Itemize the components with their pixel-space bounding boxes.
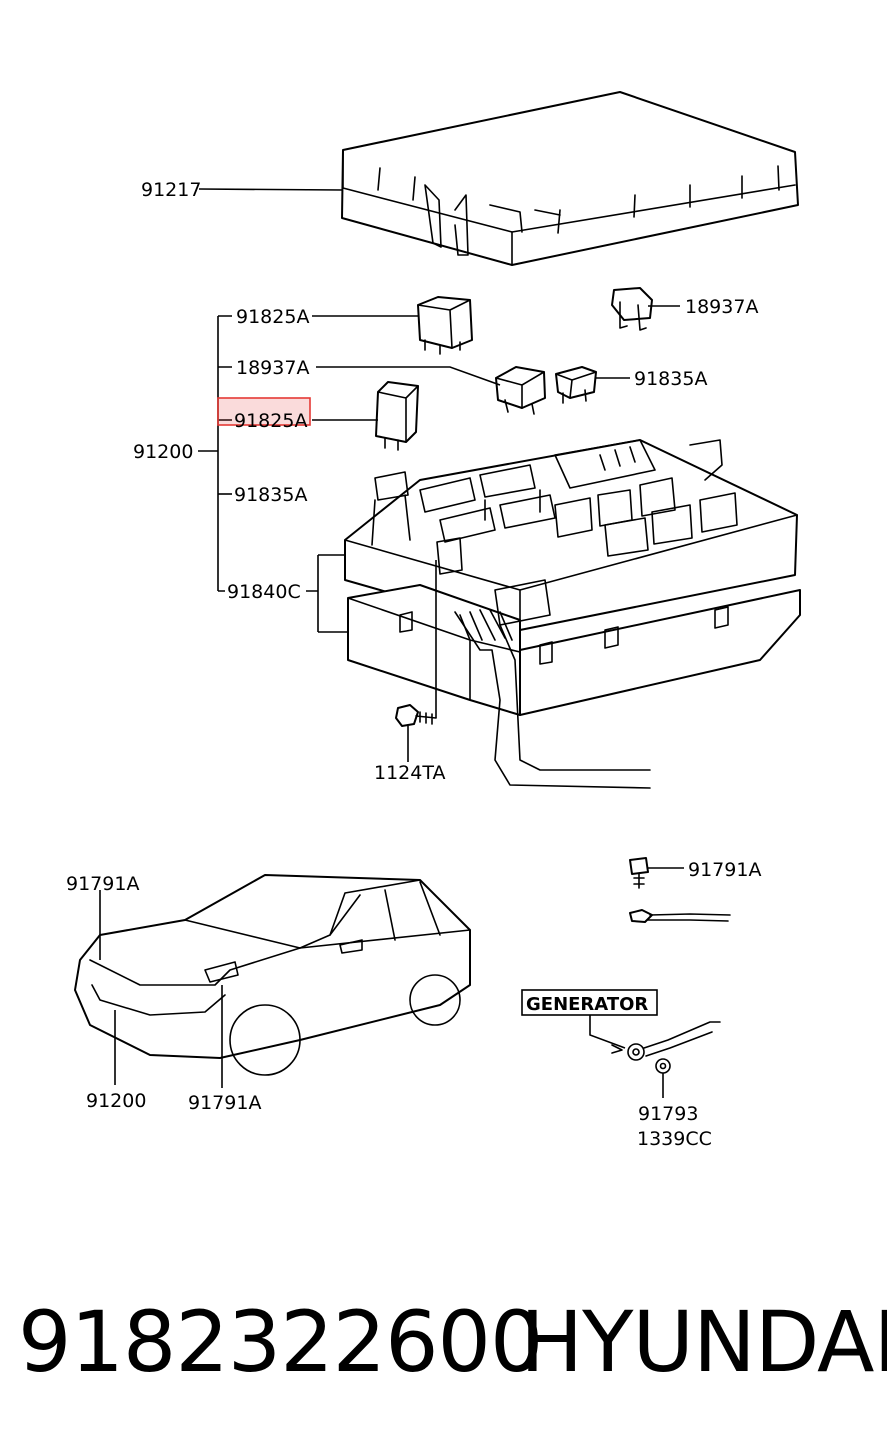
fuse-right-part — [555, 366, 597, 404]
label-cover: 91217 — [141, 179, 201, 201]
label-bolt-right: 91791A — [688, 859, 761, 881]
label-relay-top: 91825A — [236, 306, 309, 328]
label-relay-mid: 91825A — [234, 410, 307, 432]
bolt-right-part — [629, 857, 649, 889]
label-car-bottom: 91791A — [188, 1092, 261, 1114]
label-box-main: 91200 — [133, 441, 193, 463]
label-nut-2: 1339CC — [637, 1128, 712, 1150]
label-box-lower: 91840C — [227, 581, 301, 603]
label-car-box: 91200 — [86, 1090, 146, 1112]
relay-highlighted-part — [375, 381, 419, 451]
part-number: 9182322600 — [18, 1293, 543, 1391]
label-fuse-top-right: 18937A — [685, 296, 758, 318]
fuse-box-cover — [341, 91, 799, 266]
fuse-part — [611, 287, 653, 331]
label-car-top: 91791A — [66, 873, 139, 895]
label-fuse-left-2: 91835A — [234, 484, 307, 506]
relay-part — [417, 296, 473, 355]
label-nut-1: 91793 — [638, 1103, 698, 1125]
label-fuse-left: 18937A — [236, 357, 309, 379]
car-illustration — [74, 874, 471, 1076]
junction-box — [344, 439, 801, 789]
fuse-middle-part — [495, 366, 546, 415]
brand-name: HYUNDAI — [520, 1293, 887, 1391]
leader-lines — [99, 188, 684, 1088]
highlight-box — [217, 397, 311, 426]
label-generator: GENERATOR — [526, 994, 648, 1015]
bolt-part — [395, 560, 437, 727]
label-fuse-right: 91835A — [634, 368, 707, 390]
generator-cable-part — [521, 989, 721, 1098]
label-bolt-box: 1124TA — [374, 762, 445, 784]
ground-strap-part — [629, 909, 731, 923]
